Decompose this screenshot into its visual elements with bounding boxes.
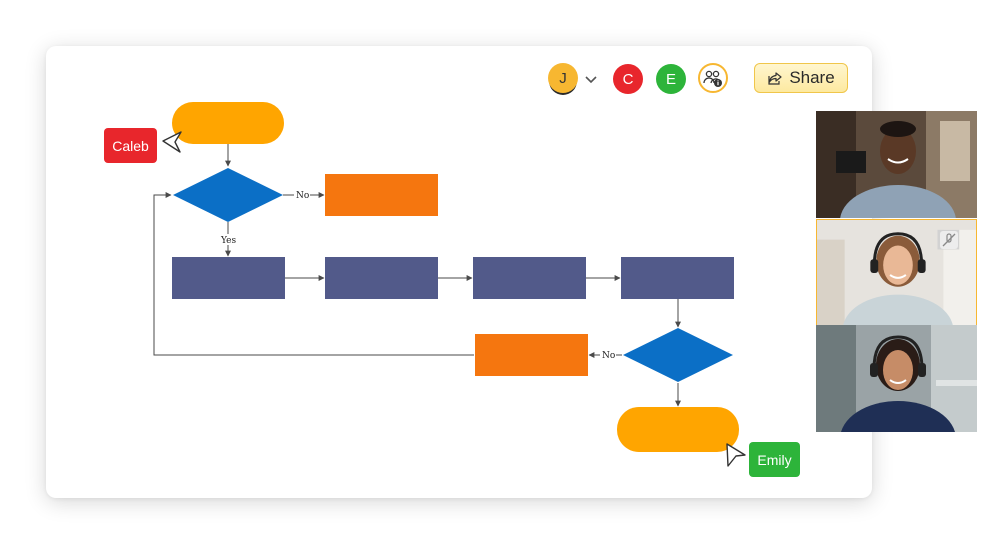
- video-tile-2-active[interactable]: [816, 219, 977, 326]
- cursor-arrow-icon-emily: [726, 443, 746, 467]
- cursor-tag-caleb-label: Caleb: [112, 137, 149, 154]
- video-tile-1[interactable]: [816, 111, 977, 218]
- share-icon: [768, 72, 782, 85]
- decision-2[interactable]: [623, 328, 733, 382]
- process-2[interactable]: [325, 257, 438, 299]
- avatar-e[interactable]: E: [656, 64, 686, 94]
- end-terminator[interactable]: [617, 407, 739, 452]
- cursor-arrow-icon-caleb: [162, 131, 182, 153]
- avatar-j[interactable]: J: [548, 63, 578, 93]
- label-yes: Yes: [220, 236, 236, 246]
- video-feed-1: [816, 111, 977, 218]
- connector-loop-back: [153, 192, 474, 356]
- start-terminator[interactable]: [172, 102, 284, 144]
- cursor-tag-caleb: Caleb: [104, 128, 157, 163]
- share-button[interactable]: Share: [754, 63, 848, 93]
- flowchart[interactable]: No Yes No: [46, 46, 872, 498]
- mic-muted-icon[interactable]: [940, 231, 958, 249]
- process-4[interactable]: [621, 257, 734, 299]
- process-1[interactable]: [172, 257, 285, 299]
- avatar-c-initial: C: [622, 70, 634, 88]
- avatar-c[interactable]: C: [613, 64, 643, 94]
- alternate-process-2[interactable]: [475, 334, 588, 376]
- video-feed-3: [816, 325, 977, 432]
- participants-info-icon: [703, 70, 722, 87]
- share-label: Share: [789, 68, 835, 87]
- label-no-1: No: [296, 191, 309, 201]
- cursor-tag-emily-label: Emily: [757, 451, 792, 468]
- avatar-j-initial: J: [559, 69, 567, 87]
- avatar-e-initial: E: [665, 70, 676, 88]
- cursor-tag-emily: Emily: [749, 442, 800, 477]
- video-tile-3[interactable]: [816, 325, 977, 432]
- process-3[interactable]: [473, 257, 586, 299]
- chevron-down-icon[interactable]: [584, 73, 598, 87]
- label-no-2: No: [602, 351, 615, 361]
- canvas-board[interactable]: No Yes No: [46, 46, 872, 498]
- decision-1[interactable]: [173, 168, 283, 222]
- alternate-process-1[interactable]: [325, 174, 438, 216]
- participants-info-button[interactable]: [698, 63, 728, 93]
